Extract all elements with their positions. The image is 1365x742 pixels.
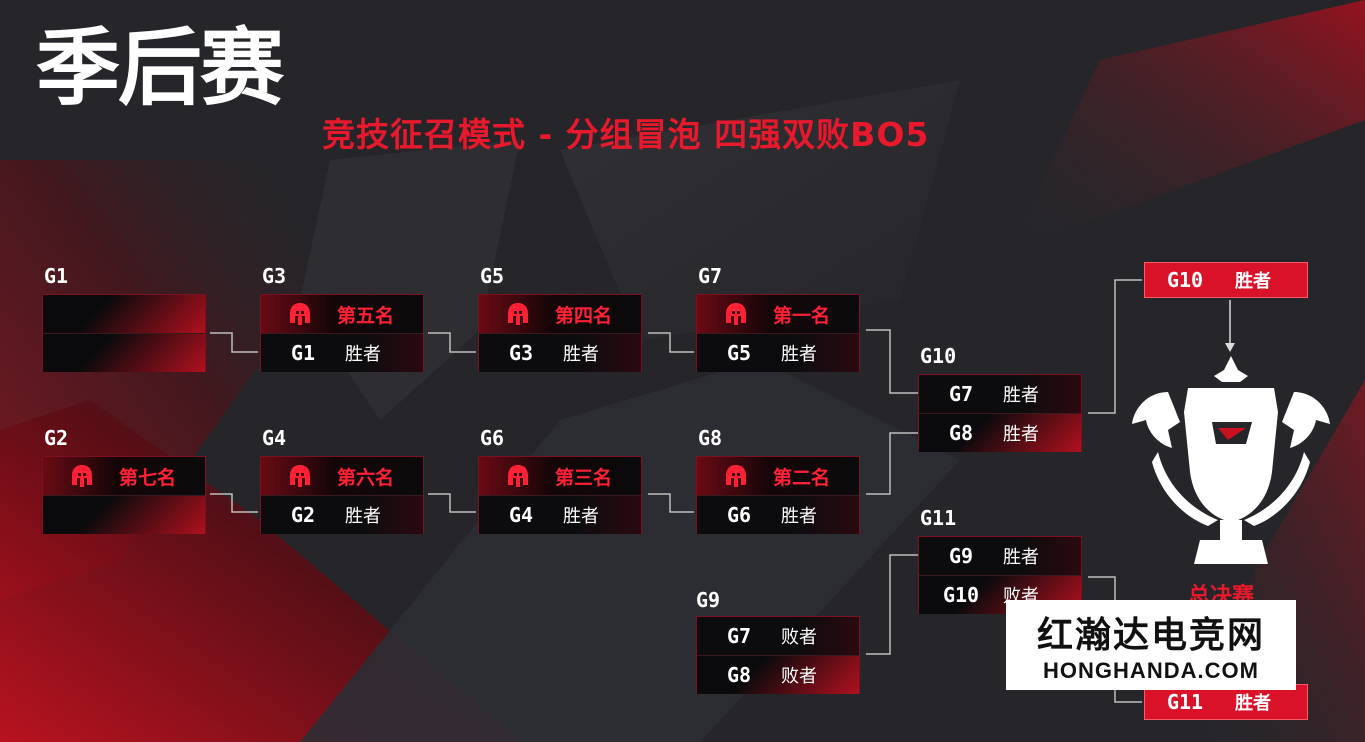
match-label-g5: G5 <box>480 264 505 288</box>
seed-label: 第六名 <box>337 466 395 489</box>
match-slot[interactable]: 第一名 <box>697 295 859 333</box>
seed-label: 第二名 <box>773 466 831 489</box>
watermark-en: HONGHANDA.COM <box>1043 658 1259 683</box>
match-slot[interactable]: G8 败者 <box>697 655 859 694</box>
match-slot[interactable]: 第七名 <box>43 457 205 495</box>
result-label: 胜者 <box>1003 385 1039 406</box>
source-game-tag: G10 <box>1166 268 1204 292</box>
finals-slot-bottom[interactable]: G11 胜者 <box>1144 684 1308 720</box>
match-slot[interactable]: G4 胜者 <box>479 495 641 534</box>
result-label: 胜者 <box>781 506 817 527</box>
result-label: 胜者 <box>781 344 817 365</box>
match-box-g4[interactable]: 第六名 G2 胜者 <box>260 456 424 534</box>
match-slot[interactable]: 第二名 <box>697 457 859 495</box>
finals-slot-top[interactable]: G10 胜者 <box>1144 262 1308 298</box>
match-label-g7: G7 <box>698 264 723 288</box>
match-box-g10[interactable]: G7 胜者 G8 胜者 <box>918 374 1082 452</box>
match-label-g8: G8 <box>698 426 723 450</box>
match-label-g2: G2 <box>44 426 69 450</box>
match-slot[interactable]: G8 胜者 <box>919 413 1081 452</box>
seed-label: 第七名 <box>119 466 177 489</box>
watermark-cn: 红瀚达电竞网 <box>1036 614 1265 656</box>
match-slot[interactable] <box>43 333 205 372</box>
source-game-tag: G3 <box>508 341 534 365</box>
result-label: 胜者 <box>345 344 381 365</box>
match-label-g6: G6 <box>480 426 505 450</box>
page-subtitle: 竞技征召模式 - 分组冒泡 四强双败BO5 <box>322 115 930 154</box>
source-game-tag: G8 <box>726 663 752 687</box>
source-game-tag: G1 <box>290 341 316 365</box>
match-slot[interactable]: 第五名 <box>261 295 423 333</box>
spartan-helmet-icon <box>508 465 528 487</box>
match-slot[interactable] <box>43 295 205 333</box>
match-box-g7[interactable]: 第一名 G5 胜者 <box>696 294 860 372</box>
result-label: 败者 <box>781 666 817 687</box>
match-slot[interactable]: G6 胜者 <box>697 495 859 534</box>
match-slot[interactable]: 第四名 <box>479 295 641 333</box>
match-slot[interactable]: 第六名 <box>261 457 423 495</box>
match-slot[interactable]: G7 败者 <box>697 617 859 655</box>
source-game-tag: G11 <box>1166 690 1204 714</box>
result-label: 胜者 <box>563 344 599 365</box>
match-label-g11: G11 <box>920 506 957 530</box>
spartan-helmet-icon <box>508 303 528 325</box>
result-label: 胜者 <box>1003 424 1039 445</box>
source-game-tag: G9 <box>948 544 974 568</box>
match-slot[interactable]: G2 胜者 <box>261 495 423 534</box>
match-slot[interactable]: G7 胜者 <box>919 375 1081 413</box>
match-box-g6[interactable]: 第三名 G4 胜者 <box>478 456 642 534</box>
spartan-helmet-icon <box>72 465 92 487</box>
match-slot[interactable]: G5 胜者 <box>697 333 859 372</box>
watermark: 红瀚达电竞网 HONGHANDA.COM <box>1006 600 1296 690</box>
match-box-g2[interactable]: 第七名 <box>42 456 206 534</box>
spartan-helmet-icon <box>290 465 310 487</box>
match-box-g5[interactable]: 第四名 G3 胜者 <box>478 294 642 372</box>
seed-label: 第三名 <box>555 466 613 489</box>
spartan-helmet-icon <box>290 303 310 325</box>
match-slot[interactable]: G3 胜者 <box>479 333 641 372</box>
result-label: 胜者 <box>1235 271 1271 292</box>
result-label: 胜者 <box>345 506 381 527</box>
match-box-g8[interactable]: 第二名 G6 胜者 <box>696 456 860 534</box>
match-slot[interactable]: 第三名 <box>479 457 641 495</box>
dragon-trophy-icon <box>1132 356 1330 564</box>
source-game-tag: G7 <box>948 382 974 406</box>
spartan-helmet-icon <box>726 465 746 487</box>
page-title: 季后赛 <box>36 19 284 117</box>
seed-label: 第五名 <box>337 304 395 327</box>
match-label-g10: G10 <box>920 344 957 368</box>
match-slot[interactable]: G1 胜者 <box>261 333 423 372</box>
match-label-g1: G1 <box>44 264 69 288</box>
source-game-tag: G6 <box>726 503 752 527</box>
source-game-tag: G5 <box>726 341 752 365</box>
result-label: 胜者 <box>563 506 599 527</box>
source-game-tag: G2 <box>290 503 316 527</box>
match-slot[interactable] <box>43 495 205 534</box>
match-slot[interactable]: G9 胜者 <box>919 537 1081 575</box>
result-label: 胜者 <box>1003 547 1039 568</box>
source-game-tag: G10 <box>942 583 980 607</box>
result-label: 败者 <box>781 627 817 648</box>
match-box-g3[interactable]: 第五名 G1 胜者 <box>260 294 424 372</box>
source-game-tag: G7 <box>726 624 752 648</box>
match-label-g9: G9 <box>696 588 721 612</box>
match-label-g4: G4 <box>262 426 287 450</box>
match-label-g3: G3 <box>262 264 287 288</box>
spartan-helmet-icon <box>726 303 746 325</box>
seed-label: 第四名 <box>555 304 613 327</box>
result-label: 胜者 <box>1235 693 1271 714</box>
source-game-tag: G8 <box>948 421 974 445</box>
seed-label: 第一名 <box>773 304 831 327</box>
match-box-g1[interactable] <box>42 294 206 372</box>
match-box-g9[interactable]: G7 败者 G8 败者 <box>696 616 860 694</box>
source-game-tag: G4 <box>508 503 534 527</box>
